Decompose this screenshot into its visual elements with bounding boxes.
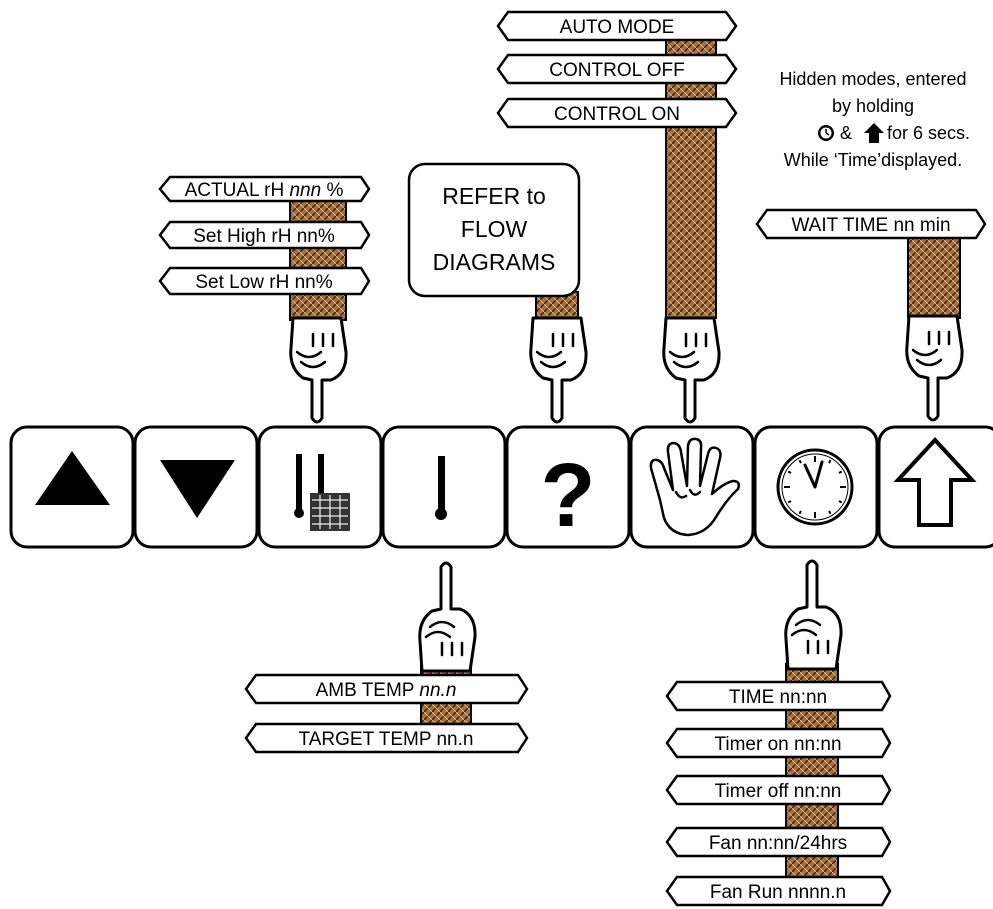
timer-off-text: Timer off nn:nn xyxy=(715,781,842,802)
help-button[interactable]: ? xyxy=(507,427,629,547)
auto-mode-text: AUTO MODE xyxy=(560,17,675,38)
hidden-note-line1: Hidden modes, entered xyxy=(779,69,966,89)
amb-temp-value: nn.n xyxy=(419,680,456,701)
shift-sleeve xyxy=(908,232,960,318)
pointing-hand-humidity xyxy=(291,318,346,422)
menu-tag-set-low-rh[interactable]: Set Low rH nn% xyxy=(160,268,369,294)
fan-period-text: Fan nn:nn/24hrs xyxy=(709,833,847,854)
question-mark-icon: ? xyxy=(541,446,596,546)
humidity-menu: ACTUAL rH nnn % Set High rH nn% Set Low … xyxy=(160,177,369,294)
temperature-button[interactable] xyxy=(383,427,505,547)
target-temp-text: TARGET TEMP nn.n xyxy=(299,729,474,750)
clock-button[interactable] xyxy=(755,427,877,547)
hidden-note-duration: for 6 secs. xyxy=(887,123,970,143)
help-box-line3: DIAGRAMS xyxy=(433,249,556,275)
clock-menu: TIME nn:nn Timer on nn:nn Timer off nn:n… xyxy=(667,682,890,905)
timer-on-text: Timer on nn:nn xyxy=(714,734,841,755)
menu-tag-target-temp[interactable]: TARGET TEMP nn.n xyxy=(246,724,527,752)
fan-run-text: Fan Run nnnn.n xyxy=(710,882,846,903)
menu-tag-timer-on[interactable]: Timer on nn:nn xyxy=(667,729,890,757)
hidden-note-line4: While ‘Time’displayed. xyxy=(784,150,962,170)
pointing-hand-help xyxy=(531,318,586,422)
menu-tag-amb-temp[interactable]: AMB TEMP nn.n xyxy=(246,675,527,703)
svg-text:AMB TEMP nn.n: AMB TEMP nn.n xyxy=(316,680,457,701)
humidity-sleeve xyxy=(290,196,346,320)
control-off-text: CONTROL OFF xyxy=(549,60,684,81)
menu-tag-actual-rh[interactable]: ACTUAL rH nnn % xyxy=(160,177,369,201)
hidden-note-line2: by holding xyxy=(832,96,914,116)
shift-arrow-icon xyxy=(864,123,884,143)
shift-up-button[interactable] xyxy=(879,427,993,547)
time-text: TIME nn:nn xyxy=(729,687,827,708)
actual-rh-unit: % xyxy=(321,180,343,201)
menu-tag-set-high-rh[interactable]: Set High rH nn% xyxy=(160,222,369,248)
hidden-note-and: & xyxy=(840,123,852,143)
actual-rh-text: ACTUAL rH xyxy=(185,180,290,201)
pointing-hand-stop xyxy=(664,318,719,422)
shift-menu: WAIT TIME nn min xyxy=(757,210,985,238)
svg-text:ACTUAL rH nnn %: ACTUAL rH nnn % xyxy=(185,180,344,201)
pointing-hand-clock xyxy=(786,561,841,669)
control-on-text: CONTROL ON xyxy=(554,104,680,125)
menu-tag-timer-off[interactable]: Timer off nn:nn xyxy=(667,776,890,804)
menu-tag-wait-time[interactable]: WAIT TIME nn min xyxy=(757,210,985,238)
hidden-modes-note: Hidden modes, entered by holding & for 6… xyxy=(779,69,970,170)
hidden-note-line3: & for 6 secs. xyxy=(818,123,970,143)
help-box-line1: REFER to xyxy=(442,183,546,209)
stop-menu: AUTO MODE CONTROL OFF CONTROL ON xyxy=(498,12,736,127)
temperature-menu: AMB TEMP nn.n TARGET TEMP nn.n xyxy=(246,675,527,752)
down-triangle-button[interactable] xyxy=(135,427,257,547)
menu-tag-fan-period[interactable]: Fan nn:nn/24hrs xyxy=(667,828,890,856)
wait-time-text: WAIT TIME nn min xyxy=(791,215,950,236)
flow-diagram-box: REFER to FLOW DIAGRAMS xyxy=(409,164,579,296)
menu-tag-control-off[interactable]: CONTROL OFF xyxy=(498,55,736,83)
clock-icon xyxy=(818,125,834,141)
clock-icon xyxy=(778,450,852,524)
actual-rh-value: nnn xyxy=(289,180,321,201)
menu-tag-control-on[interactable]: CONTROL ON xyxy=(498,99,736,127)
amb-temp-text: AMB TEMP xyxy=(316,680,420,701)
pointing-hand-shift xyxy=(907,316,962,420)
up-triangle-button[interactable] xyxy=(11,427,133,547)
stop-button[interactable] xyxy=(631,427,753,547)
help-box-line2: FLOW xyxy=(461,216,528,242)
menu-tag-auto-mode[interactable]: AUTO MODE xyxy=(498,12,736,40)
set-high-rh-text: Set High rH nn% xyxy=(193,226,335,247)
pointing-hand-temp xyxy=(420,563,475,671)
menu-tag-fan-run[interactable]: Fan Run nnnn.n xyxy=(667,877,890,905)
menu-tag-time[interactable]: TIME nn:nn xyxy=(667,682,890,710)
button-row: ? xyxy=(11,427,993,547)
set-low-rh-text: Set Low rH nn% xyxy=(195,272,332,293)
humidity-button[interactable] xyxy=(259,427,381,547)
